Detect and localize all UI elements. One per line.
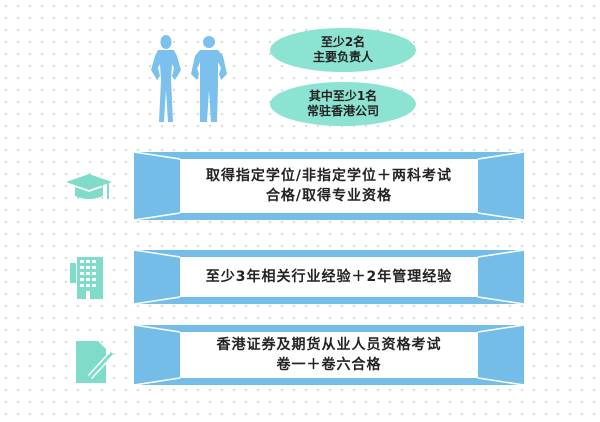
- graduation-cap-icon: [66, 174, 112, 199]
- banner-text: 卷一＋卷六合格: [276, 357, 382, 373]
- building-icon: [70, 257, 103, 299]
- banner-text: 至少3年相关行业经验＋2年管理经验: [205, 269, 453, 285]
- requirement-banner-experience: 至少3年相关行业经验＋2年管理经验: [134, 250, 524, 304]
- requirement-banner-exam: 香港证券及期货从业人员资格考试 卷一＋卷六合格: [134, 325, 524, 385]
- pill-line: 常驻香港公司: [306, 104, 379, 118]
- banner-text: 香港证券及期货从业人员资格考试: [216, 337, 442, 353]
- banner-text: 合格/取得专业资格: [265, 188, 393, 204]
- pill-line: 其中至少1名: [308, 89, 378, 103]
- pill-principal-officers: 至少2名 主要负责人: [270, 28, 416, 72]
- pill-hk-resident: 其中至少1名 常驻香港公司: [270, 82, 416, 126]
- pill-line: 至少2名: [320, 35, 366, 49]
- pill-line: 主要负责人: [312, 50, 373, 64]
- people-figures-icon: [151, 35, 227, 122]
- banner-text: 取得指定学位/非指定学位＋两科考试: [205, 168, 453, 184]
- requirement-banner-education: 取得指定学位/非指定学位＋两科考试 合格/取得专业资格: [134, 152, 524, 220]
- document-pen-icon: [76, 341, 115, 383]
